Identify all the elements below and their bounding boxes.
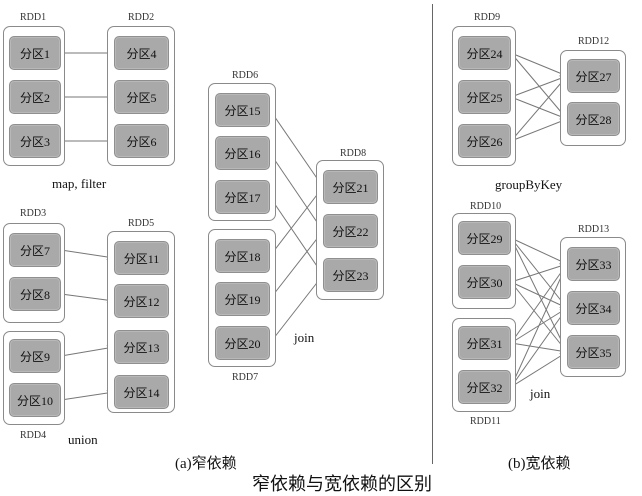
partition-34: 分区34 — [567, 291, 620, 325]
partition-16: 分区16 — [215, 136, 270, 170]
rdd13-label: RDD13 — [578, 224, 610, 235]
dependency-arrow — [510, 263, 568, 344]
partition-23: 分区23 — [323, 258, 378, 292]
rdd12-box: 分区27 分区28 — [560, 50, 626, 146]
rdd12-label: RDD12 — [578, 36, 610, 47]
rdd6-box: 分区15 分区16 分区17 — [208, 83, 276, 221]
op-join-narrow: join — [294, 330, 315, 345]
dependency-arrow — [269, 196, 324, 276]
partition-24: 分区24 — [458, 36, 511, 70]
partition-12: 分区12 — [114, 284, 169, 318]
dependency-arrow — [510, 281, 568, 353]
rdd6-label: RDD6 — [232, 70, 259, 81]
partition-14: 分区14 — [114, 375, 169, 409]
partition-5: 分区5 — [114, 80, 169, 114]
partition-9: 分区9 — [9, 339, 61, 373]
op-group-by-key: groupByKey — [495, 177, 563, 192]
op-join-wide: join — [530, 386, 551, 401]
partition-17: 分区17 — [215, 180, 270, 214]
partition-3: 分区3 — [9, 124, 61, 158]
partition-10: 分区10 — [9, 383, 61, 417]
partition-33: 分区33 — [567, 247, 620, 281]
caption-narrow: (a)窄依赖 — [175, 456, 237, 472]
partition-35: 分区35 — [567, 335, 620, 369]
rdd11-box: 分区31 分区32 — [452, 318, 516, 412]
op-map-filter: map, filter — [52, 176, 107, 191]
dependency-arrow — [510, 52, 568, 77]
partition-30: 分区30 — [458, 265, 511, 299]
caption-wide: (b)宽依赖 — [508, 456, 571, 472]
op-union: union — [68, 432, 98, 447]
partition-4: 分区4 — [114, 36, 169, 70]
rdd11-label: RDD11 — [470, 416, 501, 427]
rdd2-label: RDD2 — [128, 12, 155, 23]
rdd1-label: RDD1 — [20, 12, 47, 23]
dependency-arrow — [60, 249, 115, 260]
partition-20: 分区20 — [215, 326, 270, 360]
rdd8-box: 分区21 分区22 分区23 — [316, 160, 384, 300]
dependency-arrow — [510, 281, 568, 309]
partition-2: 分区2 — [9, 80, 61, 114]
partition-27: 分区27 — [567, 59, 620, 93]
partition-11: 分区11 — [114, 241, 169, 275]
dependency-arrow — [60, 345, 115, 357]
dependency-arrow — [510, 263, 568, 283]
partition-28: 分区28 — [567, 102, 620, 136]
rdd1-box: 分区1 分区2 分区3 — [3, 26, 65, 166]
dependency-arrow — [510, 263, 568, 388]
partition-32: 分区32 — [458, 370, 511, 404]
dependency-arrow — [510, 351, 568, 388]
partition-29: 分区29 — [458, 221, 511, 255]
dependency-arrow — [269, 152, 324, 232]
partition-22: 分区22 — [323, 214, 378, 248]
partition-1: 分区1 — [9, 36, 61, 70]
section-divider — [432, 4, 433, 464]
dependency-arrow — [510, 237, 568, 265]
partition-6: 分区6 — [114, 124, 169, 158]
dependency-arrow — [60, 390, 115, 401]
partition-25: 分区25 — [458, 80, 511, 114]
rdd4-box: 分区9 分区10 — [3, 331, 65, 425]
partition-19: 分区19 — [215, 282, 270, 316]
rdd3-box: 分区7 分区8 — [3, 223, 65, 323]
rdd7-box: 分区18 分区19 分区20 — [208, 229, 276, 367]
rdd5-label: RDD5 — [128, 218, 155, 229]
rdd8-label: RDD8 — [340, 148, 367, 159]
partition-7: 分区7 — [9, 233, 61, 267]
dependency-arrow — [510, 75, 568, 98]
rdd9-label: RDD9 — [474, 12, 501, 23]
partition-21: 分区21 — [323, 170, 378, 204]
rdd4-label: RDD4 — [20, 430, 47, 441]
dependency-arrow — [269, 109, 324, 188]
dependency-arrow — [60, 293, 115, 304]
rdd10-box: 分区29 分区30 — [452, 213, 516, 309]
partition-31: 分区31 — [458, 326, 511, 360]
figure-title: 窄依赖与宽依赖的区别 — [252, 474, 432, 494]
dependency-arrow — [269, 274, 324, 344]
partition-8: 分区8 — [9, 277, 61, 311]
dependency-arrow — [510, 307, 568, 388]
rdd5-box: 分区11 分区12 分区13 分区14 — [107, 231, 175, 413]
dependency-arrow — [510, 75, 568, 142]
rdd9-box: 分区24 分区25 分区26 — [452, 26, 516, 166]
rdd2-box: 分区4 分区5 分区6 — [107, 26, 175, 166]
rdd10-label: RDD10 — [470, 201, 502, 212]
partition-18: 分区18 — [215, 239, 270, 273]
dependency-arrow — [269, 230, 324, 300]
dependency-arrow — [510, 118, 568, 142]
partition-26: 分区26 — [458, 124, 511, 158]
rdd13-box: 分区33 分区34 分区35 — [560, 237, 626, 377]
partition-15: 分区15 — [215, 93, 270, 127]
dependency-arrow — [269, 186, 324, 257]
partition-13: 分区13 — [114, 330, 169, 364]
rdd3-label: RDD3 — [20, 208, 47, 219]
rdd7-label: RDD7 — [232, 372, 259, 383]
